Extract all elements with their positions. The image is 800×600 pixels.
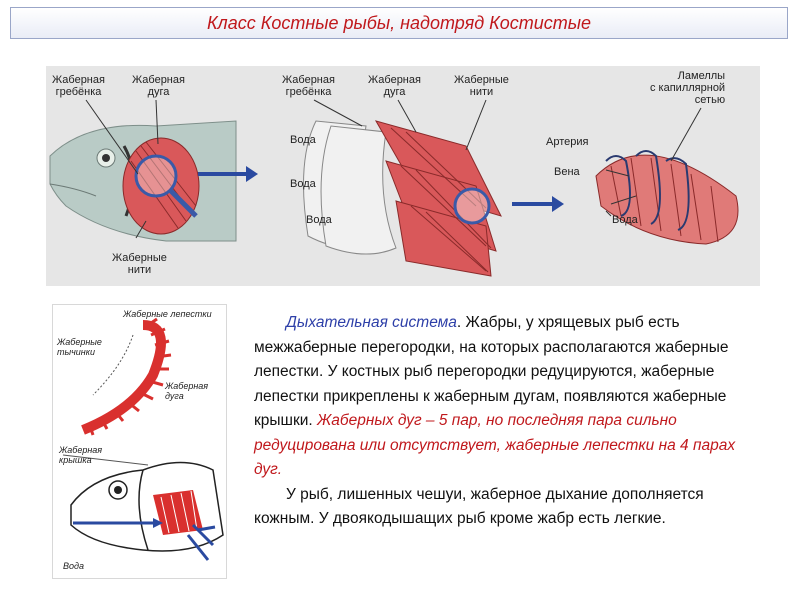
- paragraph-1-body: . Жабры, у хрящевых рыб есть межжаберные…: [254, 314, 729, 429]
- label-artery: Артерия: [546, 136, 589, 148]
- label-vein: Вена: [554, 166, 580, 178]
- label-water: Вода: [63, 561, 84, 571]
- fish-gill-diagram: Жаберные лепестки Жаберные тычинки Жабер…: [52, 304, 227, 579]
- label-lamellae: Ламеллы с капиллярной сетью: [650, 70, 726, 106]
- page-title: Класс Костные рыбы, надотряд Костистые: [206, 12, 592, 33]
- paragraph-2: У рыб, лишенных чешуи, жаберное дыхание …: [254, 485, 704, 528]
- fish-head-gills-illustration: [62, 317, 224, 561]
- gill-structure-figure: Жаберная гребёнка Жаберная дуга Жаберные…: [46, 66, 760, 286]
- label-gill-arch: Жаберная дуга: [165, 381, 209, 401]
- label-gill-petals: Жаберные лепестки: [123, 309, 212, 319]
- label-gill-stamens: Жаберные тычинки: [57, 337, 102, 357]
- gill-structure-illustration: [49, 99, 739, 277]
- label-gill-filaments-1: Жаберные нити: [112, 252, 167, 276]
- term-respiratory-system: Дыхательная система: [286, 314, 457, 331]
- paragraph-1-emphasis: Жаберных дуг – 5 пар, но последняя пара …: [254, 412, 736, 478]
- paragraph-1: Дыхательная система. Жабры, у хрящевых р…: [254, 311, 764, 483]
- description-text: Дыхательная система. Жабры, у хрящевых р…: [254, 311, 764, 532]
- label-water-3: Вода: [306, 214, 332, 226]
- label-gill-rake-2: Жаберная гребёнка: [282, 74, 335, 98]
- label-water-2: Вода: [290, 178, 316, 190]
- label-gill-arch-1: Жаберная дуга: [132, 74, 185, 98]
- label-water-1: Вода: [290, 134, 316, 146]
- label-water-4: Вода: [612, 214, 638, 226]
- label-gill-arch-2: Жаберная дуга: [368, 74, 421, 98]
- label-gill-cover: Жаберная крышка: [59, 445, 103, 465]
- title-bar: Класс Костные рыбы, надотряд Костистые: [10, 7, 788, 39]
- label-gill-rake-1: Жаберная гребёнка: [52, 74, 105, 98]
- label-gill-filaments-2: Жаберные нити: [454, 74, 509, 98]
